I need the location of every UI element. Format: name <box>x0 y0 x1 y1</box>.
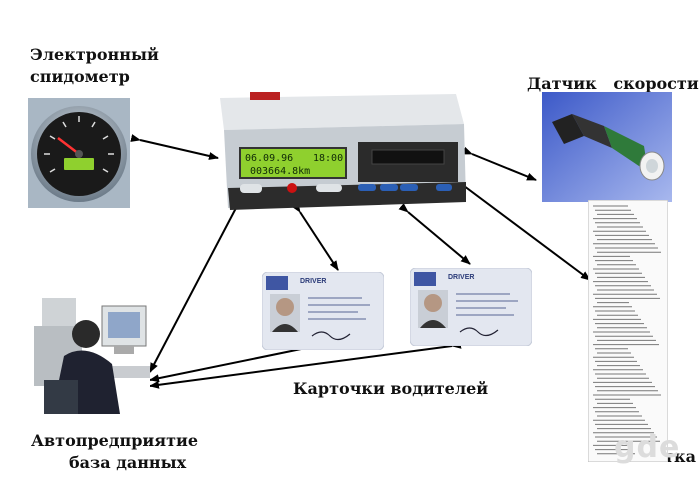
driver-card-1: DRIVER <box>262 272 384 350</box>
lcd-time: 18:00 <box>313 153 343 164</box>
arrow-card2-fleet <box>149 340 462 389</box>
speedometer-label-line1: Электронный <box>30 45 159 64</box>
speedometer-image <box>28 98 130 208</box>
arrow-sensor-tachograph <box>462 146 537 181</box>
driver-card-2: DRIVER <box>410 268 532 346</box>
fleet-label-line1: Автопредприятие <box>31 431 199 450</box>
arrow-tachograph-card2 <box>398 203 471 265</box>
tachograph-image: 06.09.96 18:00 003664.8km <box>220 92 466 210</box>
fleet-label-line2: база данных <box>69 453 187 472</box>
arrow-speedometer-tachograph <box>130 134 219 160</box>
card1-header: DRIVER <box>300 278 326 285</box>
lcd-date: 06.09.96 <box>245 153 293 164</box>
speedometer-label: Электронный спидометр <box>30 44 159 88</box>
fleet-operator-image <box>24 296 150 414</box>
arrow-tachograph-fleet <box>149 198 244 373</box>
speed-sensor-image <box>542 92 672 202</box>
watermark: gde <box>614 430 681 465</box>
card2-header: DRIVER <box>448 274 474 281</box>
speed-sensor-label: Датчик скорости <box>527 74 699 93</box>
lcd-odometer: 003664.8km <box>250 166 310 177</box>
printout-image <box>588 200 668 462</box>
fleet-database-label: Автопредприятие база данных <box>31 430 198 474</box>
speedometer-label-line2: спидометр <box>30 67 130 86</box>
arrow-tachograph-card1 <box>291 202 339 271</box>
